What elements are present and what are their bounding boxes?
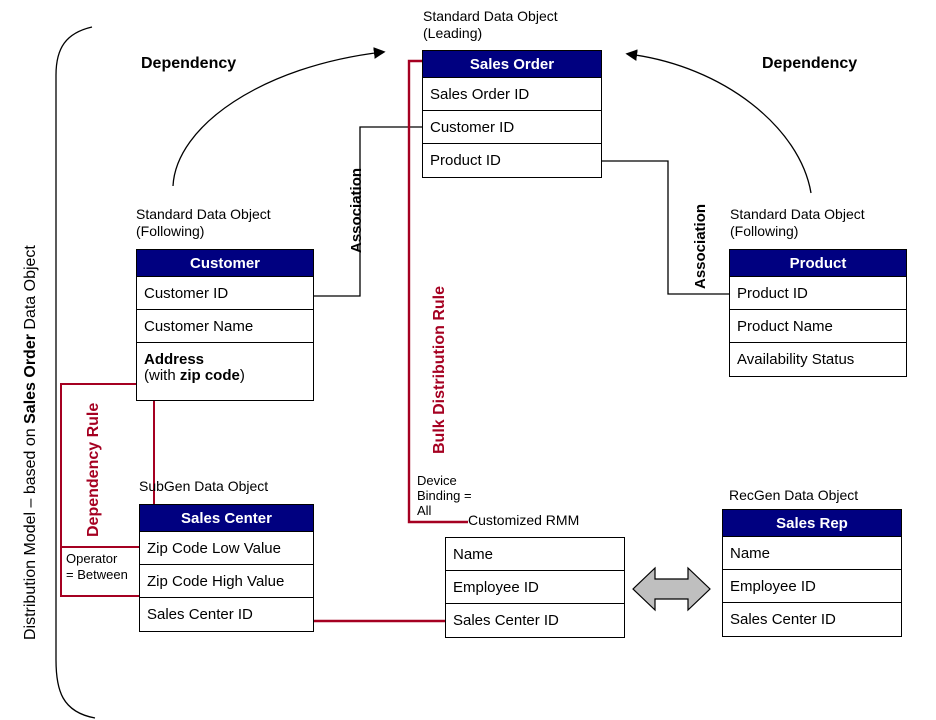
rmm-salesrep-double-arrow [632, 566, 711, 612]
dependency-label-right: Dependency [762, 55, 858, 72]
association-label-left: Association [348, 167, 365, 253]
page-title-prefix: Distribution Model – based on [22, 423, 39, 640]
page-title-suffix: Data Object [22, 245, 39, 335]
table-row: Customer Name [137, 310, 313, 343]
table-row-address: Address (with zip code) [137, 343, 313, 400]
table-row: Zip Code Low Value [140, 532, 313, 565]
sales-order-caption: Standard Data Object (Leading) [423, 8, 558, 41]
entity-customer[interactable]: Customer Customer ID Customer Name Addre… [136, 249, 314, 401]
table-row: Name [446, 538, 624, 571]
entity-sales-order[interactable]: Sales Order Sales Order ID Customer ID P… [422, 50, 602, 178]
entity-sales-center-title: Sales Center [140, 505, 313, 532]
entity-customized-rmm[interactable]: Name Employee ID Sales Center ID [445, 537, 625, 638]
entity-product-title: Product [730, 250, 906, 277]
dependency-label-left: Dependency [141, 55, 237, 72]
entity-product[interactable]: Product Product ID Product Name Availabi… [729, 249, 907, 377]
table-row: Customer ID [137, 277, 313, 310]
table-row: Availability Status [737, 351, 855, 368]
table-row: Zip Code High Value [140, 565, 313, 598]
product-caption: Standard Data Object (Following) [730, 206, 865, 239]
dependency-rule-divider [62, 546, 153, 548]
customer-caption: Standard Data Object (Following) [136, 206, 271, 239]
dependency-arc-right [625, 49, 812, 194]
page-title-emphasis: Sales Order [22, 334, 39, 424]
table-row: Customer ID [423, 111, 601, 144]
customized-rmm-caption: Customized RMM [468, 512, 580, 528]
association-line-right [602, 160, 729, 295]
entity-sales-order-title: Sales Order [423, 51, 601, 78]
dependency-rule-box [60, 383, 155, 597]
table-row: Product ID [430, 152, 501, 169]
bulk-distribution-rule-label: Bulk Distribution Rule [431, 286, 448, 454]
entity-sales-rep-title: Sales Rep [723, 510, 901, 537]
address-line-2-post: ) [239, 367, 245, 384]
sales-rep-caption: RecGen Data Object [729, 487, 859, 503]
operator-note: Operator = Between [66, 551, 128, 582]
outer-bracket [55, 26, 96, 719]
table-row: Sales Center ID [147, 606, 253, 623]
address-line-2-bold: zip code [179, 367, 240, 384]
table-row: Name [723, 537, 901, 570]
table-row: Sales Order ID [423, 78, 601, 111]
table-row: Employee ID [723, 570, 901, 603]
entity-sales-rep[interactable]: Sales Rep Name Employee ID Sales Center … [722, 509, 902, 637]
address-line-2-pre: (with [144, 367, 180, 384]
table-row: Employee ID [446, 571, 624, 604]
table-row: Sales Center ID [453, 612, 559, 629]
dependency-rule-label: Dependency Rule [85, 402, 102, 537]
address-line-1: Address [144, 351, 205, 368]
page-title: Distribution Model – based on Sales Orde… [22, 245, 40, 640]
device-binding-note: Device Binding = All [417, 473, 472, 518]
sales-center-caption: SubGen Data Object [139, 478, 269, 494]
table-row: Product ID [730, 277, 906, 310]
entity-sales-center[interactable]: Sales Center Zip Code Low Value Zip Code… [139, 504, 314, 632]
entity-customer-title: Customer [137, 250, 313, 277]
association-label-right: Association [692, 203, 709, 289]
table-row: Product Name [730, 310, 906, 343]
association-line-left [314, 126, 422, 297]
table-row: Sales Center ID [730, 611, 836, 628]
